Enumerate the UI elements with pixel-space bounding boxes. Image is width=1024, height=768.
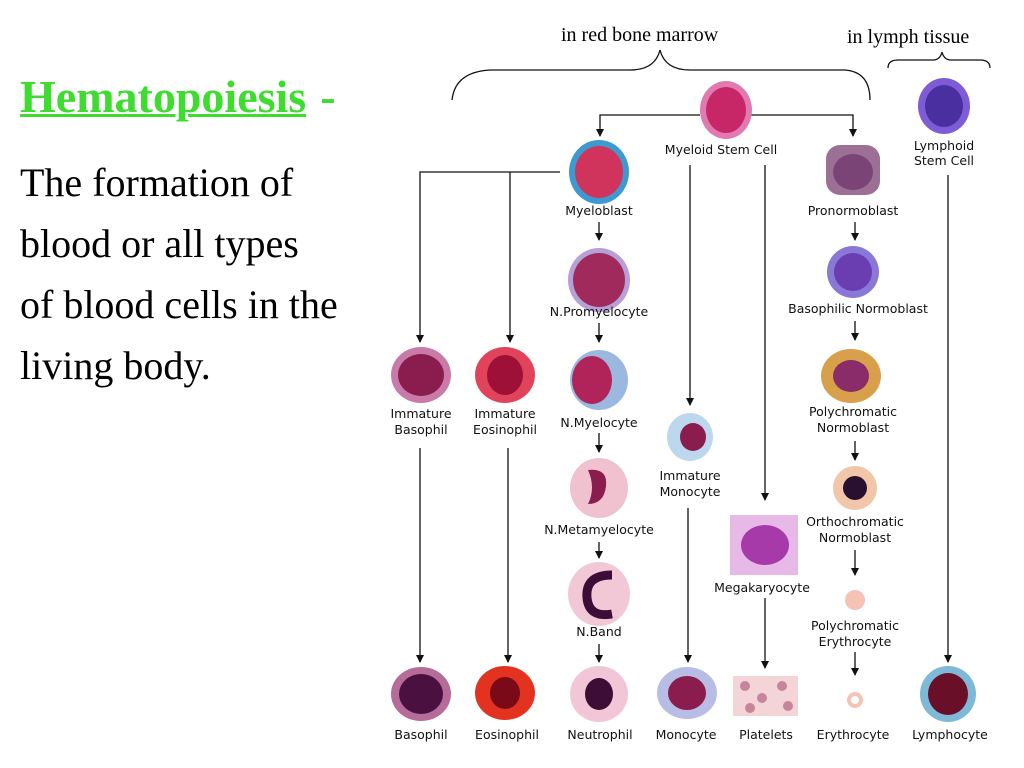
title-block: Hematopoiesis-	[20, 70, 336, 123]
immature-monocyte-label: Immature	[659, 468, 720, 483]
polychromatic-normoblast-label: Polychromatic	[809, 404, 897, 419]
basophilic-normoblast-image	[827, 246, 879, 298]
orthochromatic-normoblast-image	[833, 466, 877, 510]
immature-eosinophil-label: Eosinophil	[473, 422, 537, 437]
eosinophil-image	[475, 666, 535, 720]
monocyte-image	[657, 667, 717, 719]
erythrocyte-image	[847, 692, 863, 708]
megakaryocyte-label: Megakaryocyte	[714, 580, 810, 595]
immature-basophil-label: Basophil	[394, 422, 447, 437]
neutrophil-image	[570, 666, 628, 722]
neutrophil-label: Neutrophil	[567, 727, 632, 742]
lymphocyte-image	[920, 666, 976, 722]
pronormoblast-image	[826, 145, 880, 195]
title-dash: -	[320, 71, 336, 122]
metamyelocyte-image	[570, 458, 628, 518]
definition-line: living body.	[20, 343, 211, 388]
definition-text: The formation of blood or all types of b…	[20, 152, 440, 396]
lymph-brace	[887, 51, 991, 69]
definition-line: blood or all types	[20, 221, 299, 266]
myelocyte-image	[570, 350, 628, 410]
promyelocyte-image	[568, 248, 630, 312]
lymph-label: in lymph tissue	[847, 26, 969, 48]
connector-arrows	[416, 114, 952, 676]
immature-basophil-label: Immature	[390, 406, 451, 421]
myeloid-stem-cell-label: Myeloid Stem Cell	[665, 142, 777, 157]
erythrocyte-label: Erythrocyte	[817, 727, 890, 742]
polychromatic-erythrocyte-label: Erythrocyte	[819, 634, 892, 649]
marrow-brace	[451, 49, 871, 101]
definition-line: of blood cells in the	[20, 282, 338, 327]
promyelocyte-label: N.Promyelocyte	[550, 304, 649, 319]
immature-eosinophil-image	[475, 347, 535, 403]
band-image	[568, 562, 630, 626]
eosinophil-label: Eosinophil	[475, 727, 539, 742]
lymphoid-stem-cell-label: Lymphoid	[914, 138, 974, 153]
polychromatic-normoblast-image	[821, 349, 881, 403]
myelocyte-label: N.Myelocyte	[560, 415, 637, 430]
lymphocyte-label: Lymphocyte	[912, 727, 988, 742]
basophil-label: Basophil	[394, 727, 447, 742]
metamyelocyte-label: N.Metamyelocyte	[544, 522, 654, 537]
orthochromatic-normoblast-label: Orthochromatic	[806, 514, 904, 529]
pronormoblast-label: Pronormoblast	[808, 203, 899, 218]
orthochromatic-normoblast-label: Normoblast	[819, 530, 891, 545]
myeloblast-label: Myeloblast	[565, 203, 633, 218]
immature-monocyte-image	[667, 413, 713, 461]
band-label: N.Band	[576, 624, 621, 639]
platelets-image	[733, 676, 798, 716]
immature-monocyte-label: Monocyte	[660, 484, 721, 499]
platelets-label: Platelets	[739, 727, 793, 742]
megakaryocyte-image	[730, 515, 798, 575]
lymphoid-stem-cell-label: Stem Cell	[914, 153, 974, 168]
myeloblast-image	[569, 140, 629, 204]
monocyte-label: Monocyte	[656, 727, 717, 742]
immature-basophil-image	[391, 347, 451, 403]
myeloid-stem-cell-image	[700, 81, 752, 139]
definition-line: The formation of	[20, 160, 294, 205]
polychromatic-erythrocyte-label: Polychromatic	[811, 618, 899, 633]
lymphoid-stem-cell-image	[918, 78, 970, 134]
marrow-label: in red bone marrow	[561, 24, 719, 46]
basophilic-normoblast-label: Basophilic Normoblast	[788, 301, 928, 316]
immature-eosinophil-label: Immature	[474, 406, 535, 421]
basophil-image	[391, 667, 451, 721]
polychromatic-normoblast-label: Normoblast	[817, 420, 889, 435]
slide-title: Hematopoiesis	[20, 71, 307, 122]
polychromatic-erythrocyte-image	[845, 590, 865, 610]
